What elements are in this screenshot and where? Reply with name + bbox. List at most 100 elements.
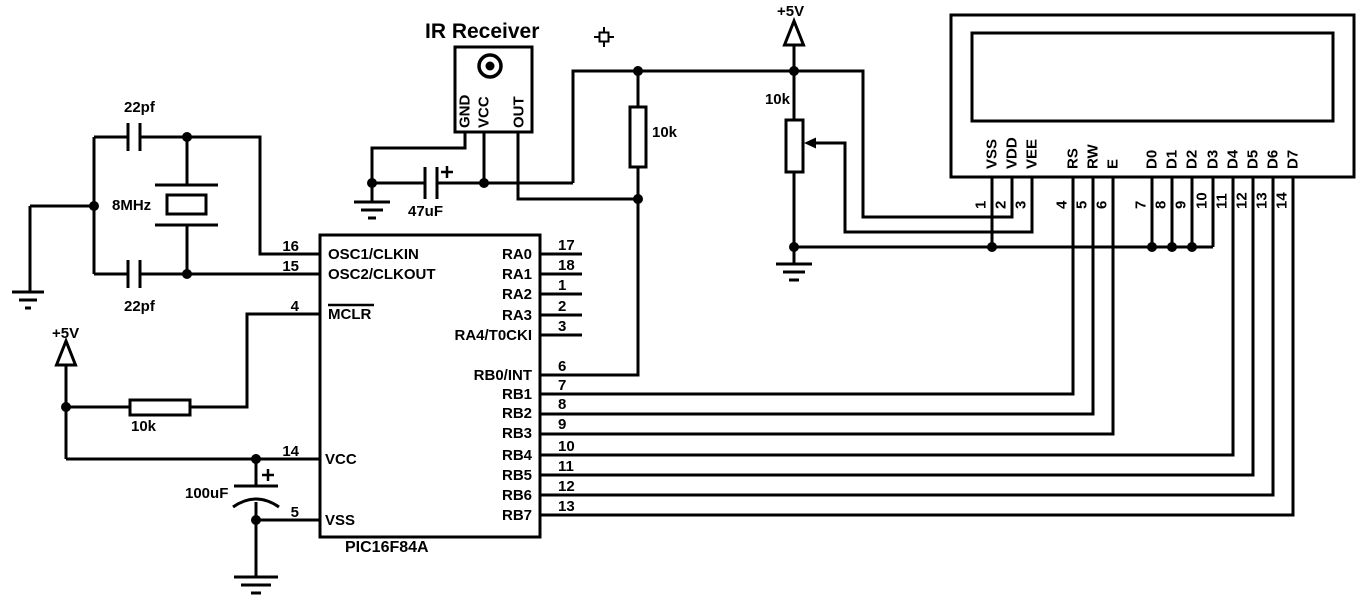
mcu-pin-num-ra2: 1 (558, 277, 566, 294)
mcu-pin-label-rb7: RB7 (502, 507, 532, 524)
vcc-left-label: +5V (52, 325, 79, 342)
lcd-pin-num-2: 2 (993, 201, 1010, 209)
lcd-pin-label-vee: VEE (1024, 139, 1041, 169)
lcd-pin-num-5: 5 (1074, 201, 1091, 209)
vcc-arrow-icon (782, 16, 806, 47)
vcc-arrow-icon (54, 336, 78, 367)
plus-polarity-icon (441, 166, 453, 178)
lcd-module: VSS VDD VEE RS RW E D0 D1 D2 D3 D4 D5 D6… (949, 13, 1356, 209)
wire-power-left (64, 312, 320, 577)
pot-10k-contrast (784, 118, 805, 174)
lcd-pin-label-d2: D2 (1184, 150, 1201, 169)
ir-receiver-title: IR Receiver (425, 20, 539, 43)
cap-100uf-label: 100uF (185, 485, 228, 502)
lcd-pin-num-14: 14 (1274, 192, 1291, 209)
mcu-pin-num-vcc: 14 (282, 443, 299, 460)
mcu-pin-num-rb2: 8 (558, 396, 566, 413)
ground-icon (776, 262, 812, 282)
wire-pot-vdd-gndrail (792, 45, 1215, 264)
lcd-pin-num-1: 1 (973, 201, 990, 209)
ir-lens-dot-icon (485, 61, 495, 71)
mcu-pin-num-rb6: 12 (558, 478, 575, 495)
mcu-pin-label-osc1: OSC1/CLKIN (328, 246, 419, 263)
mcu-pin-num-rb7: 13 (558, 498, 575, 515)
mcu-pin-num-mclr: 4 (291, 298, 300, 315)
mcu-pin-num-osc2: 15 (282, 258, 299, 275)
wire-ir (370, 69, 1014, 219)
lcd-pin-num-6: 6 (1094, 201, 1111, 209)
ir-receiver-module: IR Receiver GND VCC OUT 47uF (408, 20, 614, 220)
mcu-pin-label-vss: VSS (325, 512, 355, 529)
lcd-pin-num-3: 3 (1013, 201, 1030, 209)
junction-dots (61, 66, 1197, 525)
ir-pin-gnd-label: GND (457, 95, 474, 129)
cap-22pf-top-label: 22pf (124, 99, 156, 116)
mcu-pin-num-rb0: 6 (558, 358, 566, 375)
mcu-pin-label-rb2: RB2 (502, 405, 532, 422)
resistor-10k-mclr (128, 398, 192, 417)
lcd-pin-label-d4: D4 (1225, 149, 1242, 169)
resistor-10k-pullup-label: 10k (652, 124, 678, 141)
lcd-pin-label-e: E (1105, 159, 1122, 169)
lcd-pin-label-rs: RS (1065, 148, 1082, 169)
lcd-pin-label-d1: D1 (1164, 150, 1181, 169)
pullup-and-pot: 10k 10k (628, 91, 816, 174)
mcu-name: PIC16F84A (345, 539, 429, 556)
mcu-pin-num-rb5: 11 (558, 458, 574, 475)
mcu-pin-label-rb5: RB5 (502, 467, 532, 484)
lcd-pin-num-7: 7 (1133, 201, 1150, 209)
mcu-pin-num-rb3: 9 (558, 416, 566, 433)
mcu-pin-label-mclr: MCLR (328, 306, 371, 323)
lcd-pin-label-d7: D7 (1285, 150, 1302, 169)
mcu: PIC16F84A OSC1/CLKIN OSC2/CLKOUT MCLR VC… (282, 233, 575, 556)
ir-pin-vcc-label: VCC (476, 96, 493, 128)
lcd-pin-label-d0: D0 (1144, 150, 1161, 169)
resistor-10k-mclr-label: 10k (131, 418, 157, 435)
oscillator-circuit: 22pf 8MHz 22pf (112, 99, 208, 315)
lcd-pin-label-d3: D3 (1205, 150, 1222, 169)
cap-100uf-curved-plate (232, 497, 280, 509)
mcu-pin-num-rb1: 7 (558, 377, 566, 394)
wire-lcd-grounded-pins (990, 175, 1194, 247)
cap-47uf-label: 47uF (408, 203, 443, 220)
ir-pin-out-label: OUT (511, 96, 528, 128)
lcd-pin-label-rw: RW (1085, 143, 1102, 169)
origin-marker-icon (594, 27, 614, 47)
ground-icon (234, 575, 278, 595)
mcu-pin-num-vss: 5 (291, 504, 299, 521)
lcd-pin-num-4: 4 (1054, 200, 1071, 209)
pot-wiper-arrow-icon (804, 137, 816, 149)
cap-22pf-bottom (126, 260, 142, 288)
mcu-box (318, 233, 542, 539)
lcd-pin-num-11: 11 (1214, 193, 1231, 209)
mcu-pin-label-rb3: RB3 (502, 425, 532, 442)
wire-pullup-rb0 (540, 71, 640, 377)
mcu-pin-num-ra1: 18 (558, 257, 575, 274)
cap-47uf-plates (423, 167, 439, 199)
lcd-pin-num-12: 12 (1234, 192, 1251, 209)
wire-lcd-control-data (540, 175, 1295, 517)
pot-10k-label: 10k (765, 91, 791, 108)
lcd-pin-label-d5: D5 (1245, 150, 1262, 169)
mcu-pin-num-rb4: 10 (558, 438, 575, 455)
mcu-pin-label-rb6: RB6 (502, 487, 532, 504)
mcu-pin-label-rb1: RB1 (502, 386, 532, 403)
lcd-pin-label-vss: VSS (984, 139, 1001, 169)
lcd-pin-label-d6: D6 (1265, 150, 1282, 169)
lcd-pin-num-8: 8 (1153, 201, 1170, 209)
ground-icon (12, 290, 44, 310)
mcu-pin-label-vcc: VCC (325, 451, 357, 468)
resistor-10k-pullup (628, 105, 648, 169)
mcu-pin-num-ra3: 2 (558, 298, 566, 315)
lcd-pin-num-13: 13 (1254, 192, 1271, 209)
mcu-pin-label-ra3: RA3 (502, 307, 532, 324)
mcu-pin-label-ra0: RA0 (502, 246, 532, 263)
mcu-pin-label-ra2: RA2 (502, 286, 532, 303)
mcu-pin-label-rb4: RB4 (502, 447, 533, 464)
mcu-pin-num-ra0: 17 (558, 237, 575, 254)
cap-22pf-bottom-label: 22pf (124, 298, 156, 315)
ground-icon (354, 200, 390, 220)
reset-power-parts: 10k 100uF (128, 398, 280, 509)
